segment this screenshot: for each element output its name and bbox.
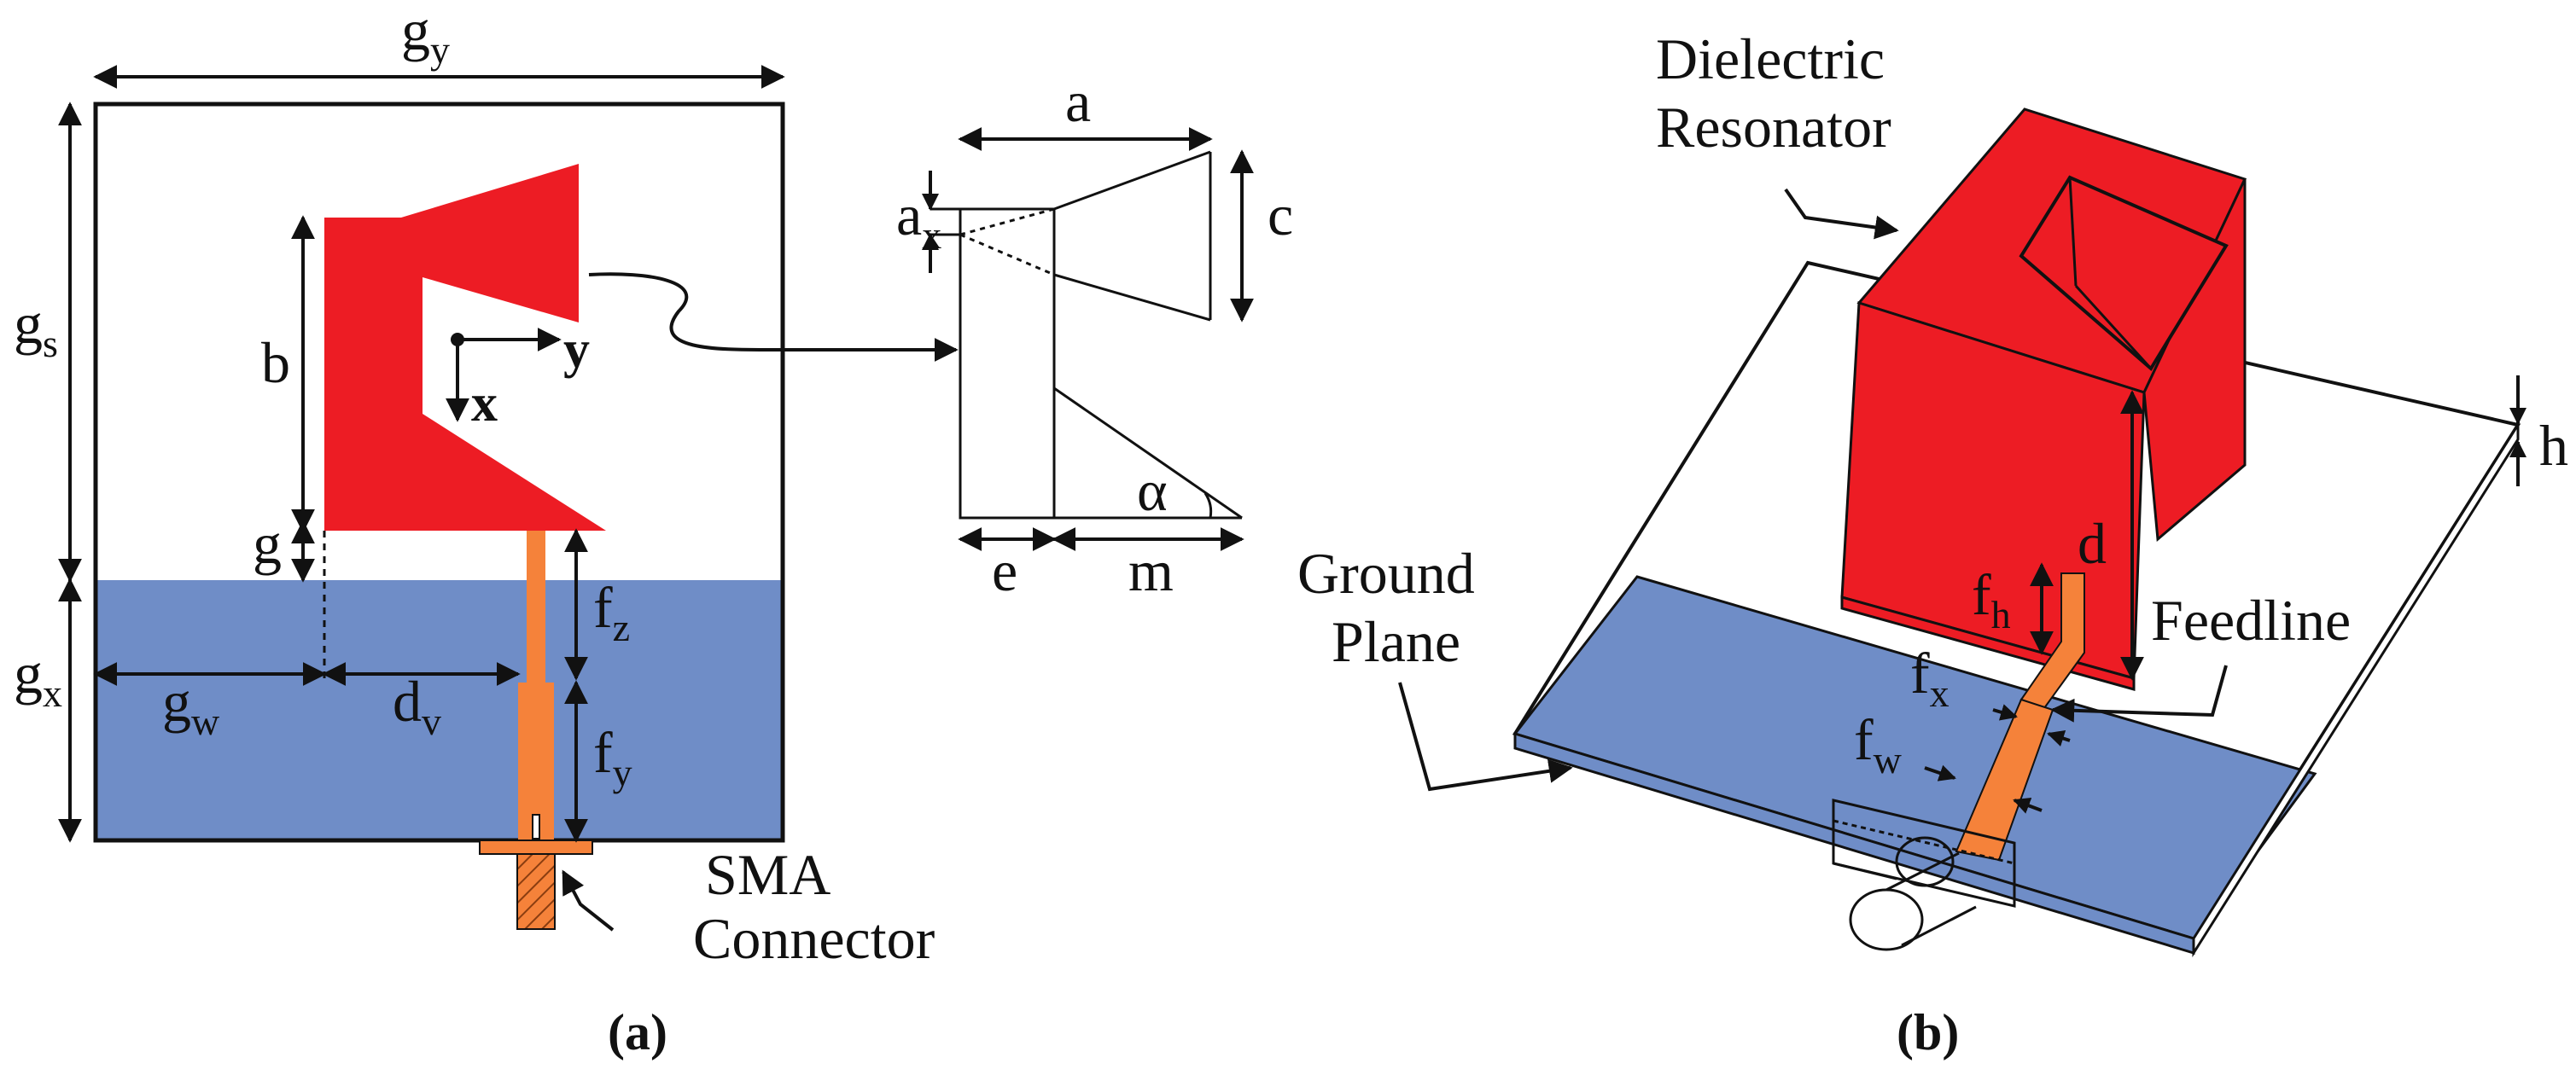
axis-y-label: y <box>563 321 590 379</box>
dim-fz: fz <box>593 575 630 649</box>
detail-e: e <box>992 538 1017 603</box>
dr-label-line2: Resonator <box>1656 95 1891 160</box>
resonator-top-view <box>324 164 606 531</box>
detail-pointer <box>588 272 959 362</box>
panel-b: Dielectric Resonator Ground Plane Feedli… <box>1297 26 2568 1060</box>
dim-dv: dv <box>393 669 441 743</box>
dim-fy: fy <box>593 720 632 794</box>
detail-alpha: α <box>1137 458 1168 523</box>
dim-fh-3d: fh <box>1972 562 2011 636</box>
detail-c: c <box>1268 183 1293 247</box>
detail-ax: ax <box>896 183 941 257</box>
substrate-outline <box>93 102 785 843</box>
feedline-pointer <box>2050 665 2228 723</box>
feedline-pin <box>532 814 540 840</box>
dim-gx: gx <box>14 641 62 715</box>
axis-x-label: x <box>471 375 498 433</box>
sma-label-line1: SMA <box>705 842 830 907</box>
dim-gw: gw <box>162 669 220 743</box>
dim-d-3d: d <box>2078 511 2107 576</box>
gp-pointer <box>1398 682 1573 792</box>
detail-a: a <box>1065 69 1091 134</box>
feedline-narrow <box>527 531 545 684</box>
feedline-label: Feedline <box>2151 588 2351 653</box>
caption-b: (b) <box>1897 1004 1959 1060</box>
sma-flange <box>479 840 593 855</box>
substrate-side-right <box>2192 420 2520 958</box>
sma-pointer <box>562 869 615 932</box>
panel-a: y x SMA Connector gy gs gx b g gw dv <box>14 0 1293 1060</box>
dim-gy: gy <box>401 0 450 72</box>
caption-a: (a) <box>608 1004 667 1060</box>
dim-h-3d: h <box>2539 413 2568 478</box>
dim-b: b <box>261 330 290 395</box>
sma-connector-3d <box>1832 799 2016 951</box>
dim-gs: gs <box>14 291 58 365</box>
sma-label-line2: Connector <box>693 906 935 971</box>
dr-pointer <box>1784 188 1899 240</box>
detail-view: a ax c e m α <box>896 69 1293 603</box>
detail-m: m <box>1128 538 1174 603</box>
gp-label-line1: Ground <box>1297 541 1475 606</box>
dr-label-line1: Dielectric <box>1656 26 1885 91</box>
sma-body <box>516 853 556 930</box>
ground-plane-a <box>96 580 783 840</box>
gp-label-line2: Plane <box>1332 609 1460 674</box>
dim-fx-3d: fx <box>1910 641 1949 715</box>
dim-fw-3d: fw <box>1854 707 1903 781</box>
coordinate-axes: y x <box>446 321 590 433</box>
dim-g: g <box>253 511 282 576</box>
